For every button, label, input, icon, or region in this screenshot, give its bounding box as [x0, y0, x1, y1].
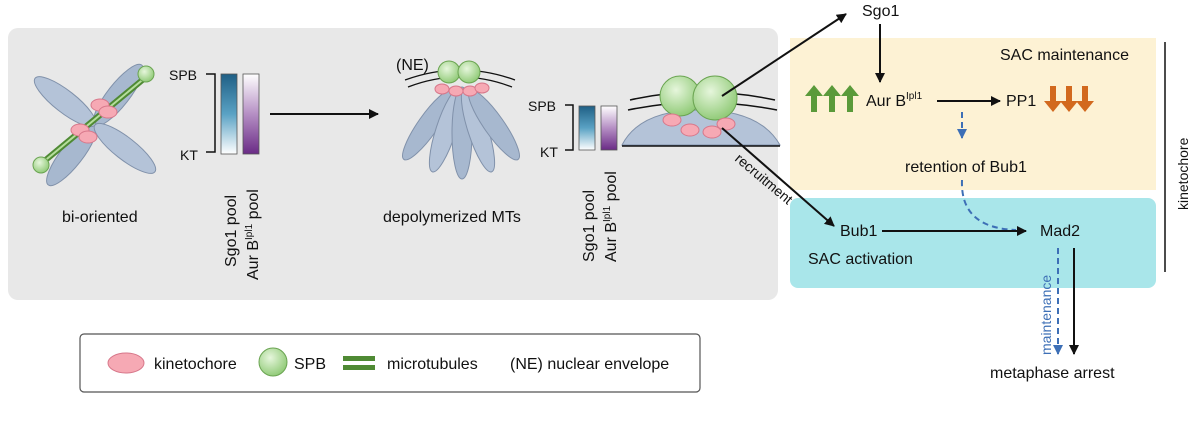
metaphase-arrest-label: metaphase arrest: [990, 365, 1115, 382]
bub1-node: Bub1: [840, 223, 877, 240]
svg-text:SPB: SPB: [528, 98, 556, 114]
aurb-node: Aur BIpl1: [866, 91, 923, 110]
retention-label: retention of Bub1: [905, 159, 1027, 176]
legend-kinetochore-icon: [107, 352, 145, 374]
down-arrows-icon: [1044, 86, 1094, 112]
left-panel-background: [8, 28, 778, 300]
sac-activation-box: [790, 198, 1156, 288]
mad2-node: Mad2: [1040, 223, 1080, 240]
svg-text:KT: KT: [180, 147, 198, 163]
dashed-arrow-to-mad2: [960, 179, 1017, 231]
arrow-recruitment: [721, 127, 835, 227]
legend-spb-icon: [258, 347, 288, 377]
sgo1-node: Sgo1: [862, 3, 899, 20]
svg-text:Sgo1 pool: Sgo1 pool: [223, 195, 240, 267]
kinetochore-side-label: kinetochore: [1175, 137, 1191, 210]
aurb-pool-gradient: [242, 73, 260, 155]
svg-text:Aur BIpl1 pool: Aur BIpl1 pool: [602, 171, 620, 262]
sac-maintenance-label: SAC maintenance: [1000, 47, 1129, 64]
legend: kinetochore SPB microtubules (NE) nuclea…: [79, 333, 701, 393]
svg-text:SPB: SPB: [169, 67, 197, 83]
svg-text:KT: KT: [540, 144, 558, 160]
pp1-node: PP1: [1006, 93, 1036, 110]
up-arrows-icon: [805, 85, 859, 112]
spb-kt-scale-2: SPB KT Sgo1 pool Aur BIpl1 pool: [528, 98, 620, 262]
legend-microtubules-icon: [343, 356, 375, 370]
ne-label: (NE): [396, 57, 429, 74]
legend-ne-label: (NE) nuclear envelope: [510, 356, 669, 373]
depolymerized-chromosome: [402, 60, 520, 180]
zoomed-spb-kinetochore: [621, 75, 781, 147]
depolymerized-label: depolymerized MTs: [383, 209, 521, 226]
spb-shape: [137, 65, 155, 83]
maintenance-label: maintenance: [1038, 275, 1054, 355]
sac-activation-label: SAC activation: [808, 251, 913, 268]
legend-spb-label: SPB: [294, 356, 326, 373]
spb-kt-scale-1: SPB KT Sgo1 pool Aur BIpl1 pool: [169, 67, 262, 280]
svg-text:Sgo1 pool: Sgo1 pool: [581, 190, 598, 262]
arrow-to-sgo1: [721, 13, 847, 97]
sac-maintenance-box: [790, 38, 1156, 190]
legend-kinetochore-label: kinetochore: [154, 356, 237, 373]
legend-microtubules-label: microtubules: [387, 356, 478, 373]
sgo1-pool-gradient: [220, 73, 238, 155]
svg-text:Aur BIpl1 pool: Aur BIpl1 pool: [244, 189, 262, 280]
bioriented-label: bi-oriented: [62, 209, 138, 226]
bioriented-chromosome: [32, 63, 157, 187]
